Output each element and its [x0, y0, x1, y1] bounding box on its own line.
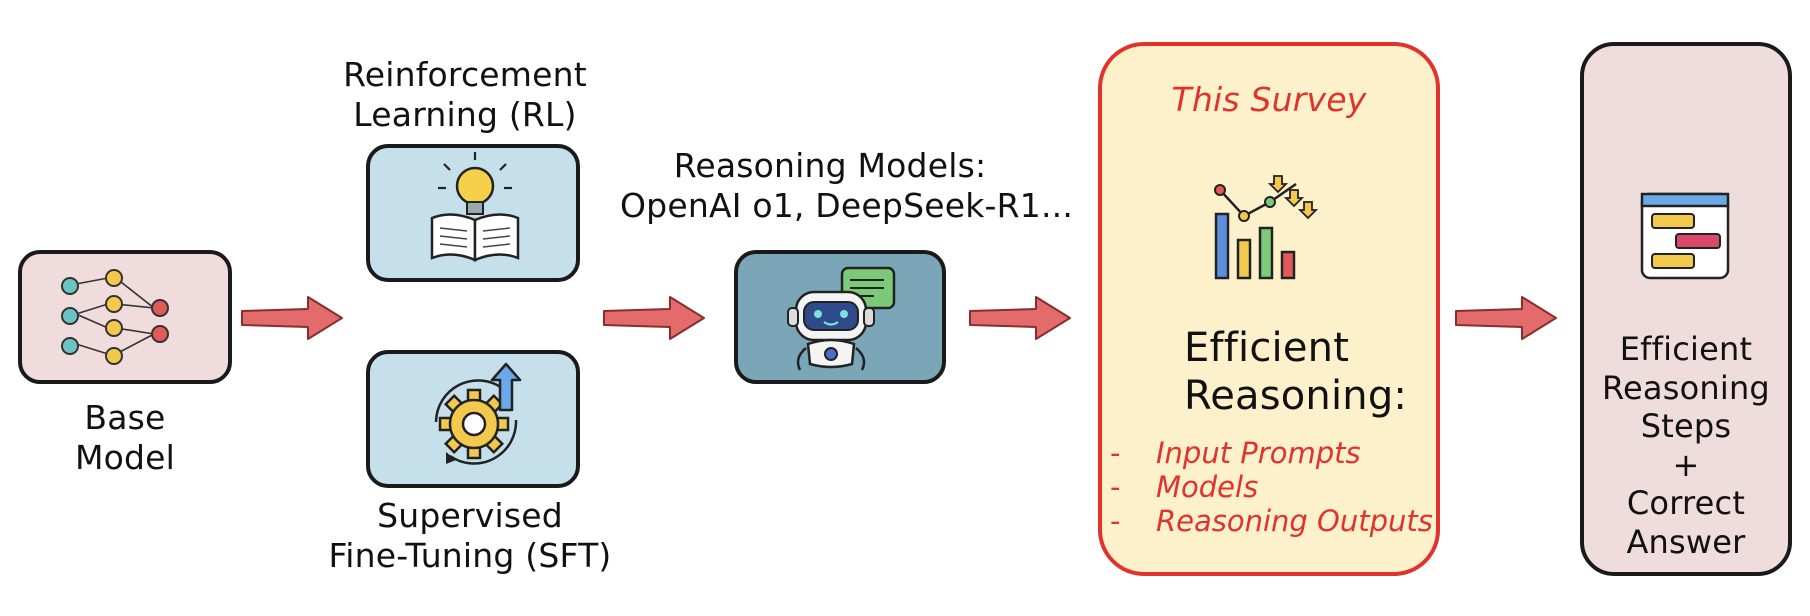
reasoning-models-box [734, 250, 946, 384]
survey-header: This Survey [1171, 80, 1367, 119]
reasoning-models-label: Reasoning Models: OpenAI o1, DeepSeek-R1… [620, 146, 1074, 225]
list-item: - Reasoning Outputs [1110, 504, 1433, 538]
arrow-icon [603, 296, 705, 340]
output-label: Efficient Reasoning Steps + Correct Answ… [1602, 330, 1770, 561]
list-item: - Models [1110, 470, 1259, 504]
neural-network-icon [61, 269, 169, 365]
rl-label: Reinforcement Learning (RL) [343, 55, 587, 134]
survey-title: Efficient Reasoning: [1184, 325, 1408, 419]
survey-topic-list: - Input Prompts - Models - Reasoning Out… [1110, 436, 1450, 538]
gear-cycle-icon [434, 362, 522, 465]
list-item: - Input Prompts [1110, 436, 1361, 470]
bar-chart-trend-icon [1214, 175, 1319, 280]
base-model-label: Base Model [74, 398, 176, 477]
arrow-icon [1455, 296, 1557, 340]
arrow-icon [241, 296, 343, 340]
sft-box [366, 350, 580, 488]
robot-chat-icon [787, 266, 896, 371]
base-model-box [18, 250, 232, 384]
output-box [1580, 42, 1792, 576]
chat-window-icon [1640, 192, 1730, 280]
sft-label: Supervised Fine-Tuning (SFT) [328, 496, 612, 575]
lightbulb-book-icon [430, 152, 520, 262]
survey-panel [1098, 42, 1440, 576]
arrow-icon [969, 296, 1071, 340]
rl-box [366, 144, 580, 282]
